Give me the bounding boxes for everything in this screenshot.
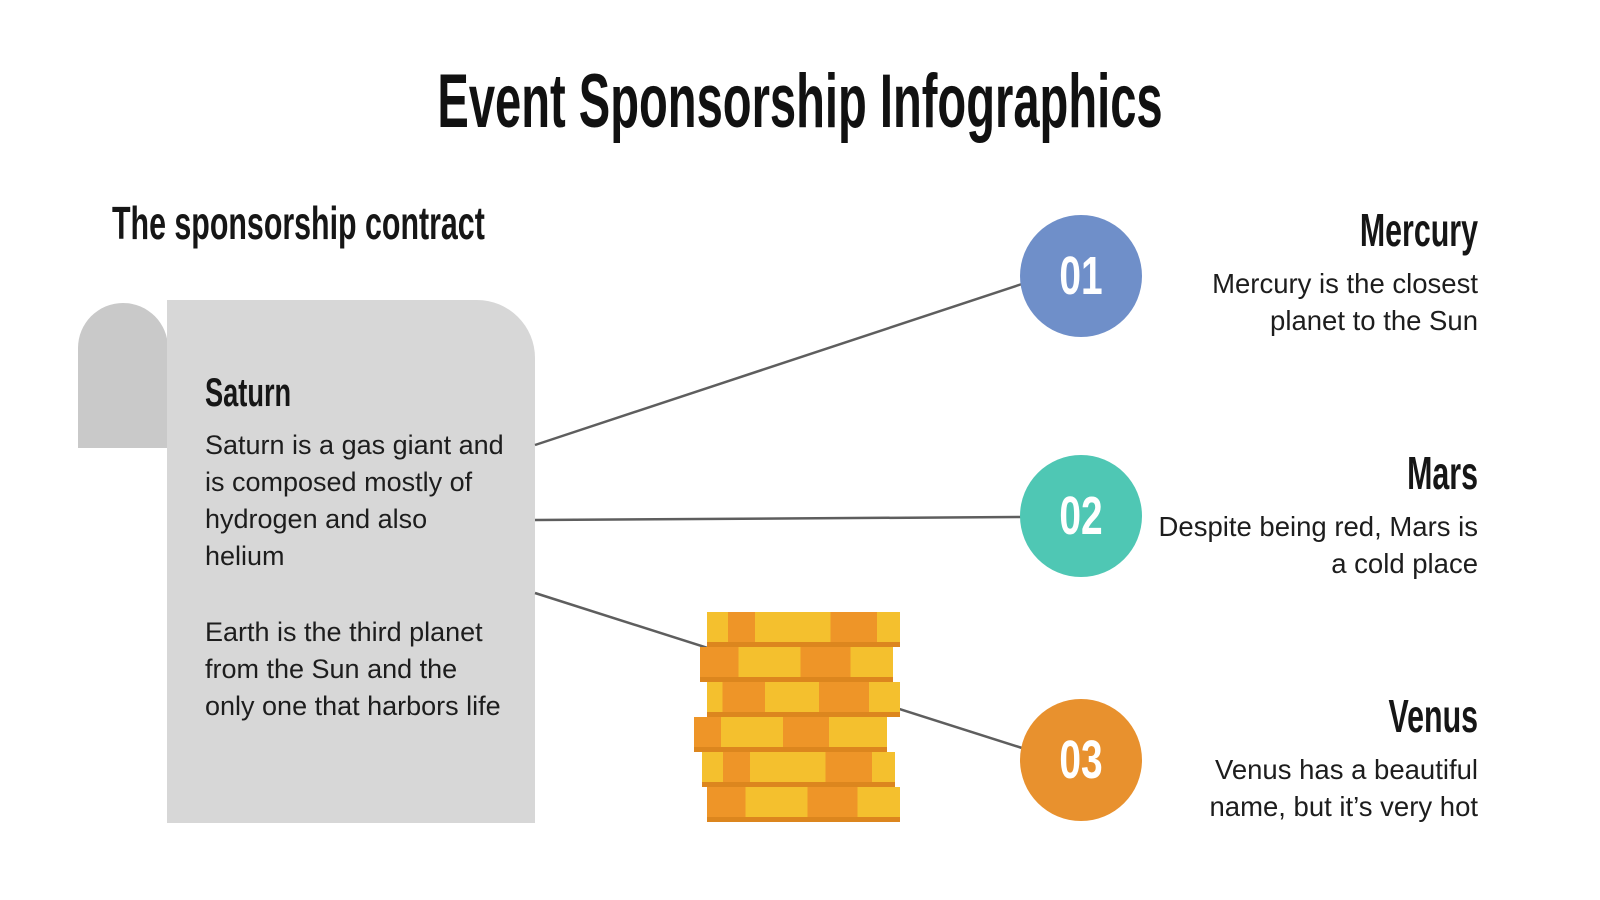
contract-scroll-tab — [78, 303, 168, 448]
coin — [707, 682, 900, 717]
contract-scroll-icon: Saturn Saturn is a gas giant and is comp… — [167, 300, 535, 823]
step-circle-02: 02 — [1020, 455, 1142, 577]
contract-paragraph-2: Earth is the third planet from the Sun a… — [205, 617, 501, 721]
coin — [707, 612, 900, 647]
connector-line-1 — [534, 282, 1023, 447]
section-heading: The sponsorship contract — [112, 197, 485, 249]
coin — [707, 787, 900, 822]
page-title: Event Sponsorship Infographics — [437, 59, 1163, 144]
item-description: Mercury is the closest planet to the Sun — [1212, 268, 1478, 336]
contract-paragraph-1: Saturn is a gas giant and is composed mo… — [205, 430, 504, 571]
coin — [700, 647, 893, 682]
item-title: Mercury — [1359, 204, 1478, 256]
item-title: Mars — [1407, 447, 1478, 499]
step-circle-01: 01 — [1020, 215, 1142, 337]
step-number: 03 — [1059, 730, 1103, 790]
item-description: Despite being red, Mars is a cold place — [1158, 511, 1478, 579]
connector-line-2 — [534, 515, 1022, 522]
item-title: Venus — [1388, 690, 1478, 742]
step-number: 02 — [1059, 486, 1103, 546]
item-description: Venus has a beautiful name, but it’s ver… — [1209, 754, 1478, 822]
step-circle-03: 03 — [1020, 699, 1142, 821]
step-number: 01 — [1059, 246, 1103, 306]
contract-heading: Saturn — [205, 371, 292, 415]
coin — [694, 717, 887, 752]
coin-stack-icon — [694, 612, 906, 823]
coin — [702, 752, 895, 787]
item-block-mercury: Mercury Mercury is the closest planet to… — [1148, 207, 1478, 339]
item-block-mars: Mars Despite being red, Mars is a cold p… — [1148, 450, 1478, 582]
item-block-venus: Venus Venus has a beautiful name, but it… — [1148, 693, 1478, 825]
